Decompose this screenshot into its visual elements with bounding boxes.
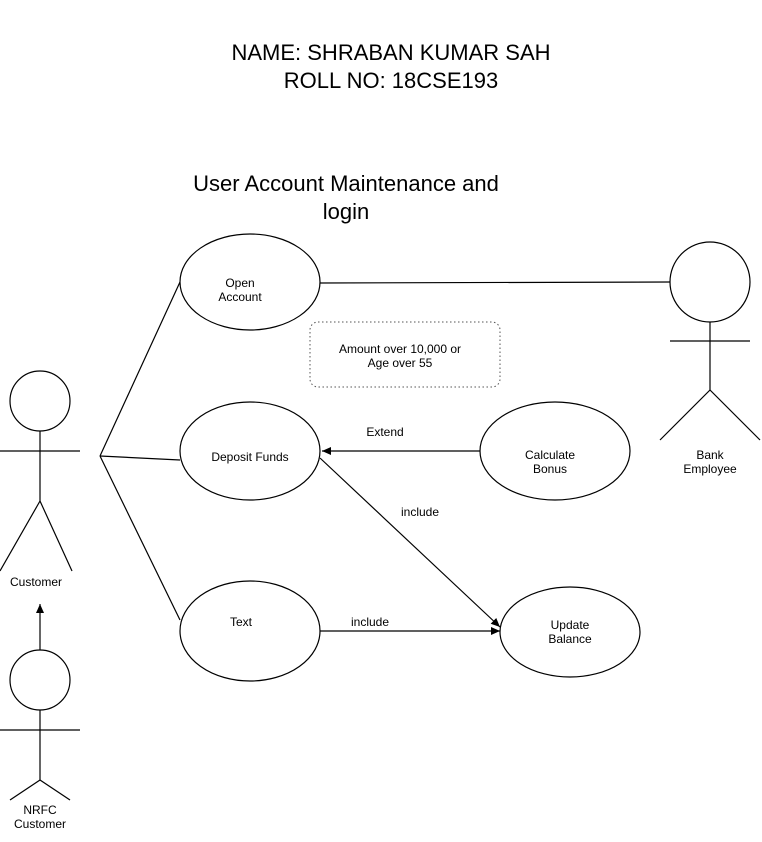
actor-nrfc-customer: NRFC Customer: [0, 649, 80, 831]
bank-employee-label-line-1: Bank: [696, 448, 724, 462]
use-case-update-balance: Update Balance: [499, 586, 641, 678]
actor-customer: Customer: [0, 370, 80, 589]
diagram-title-line-2: login: [323, 199, 369, 224]
include-label-deposit-update: include: [401, 505, 439, 519]
student-name: NAME: SHRABAN KUMAR SAH: [231, 40, 550, 65]
customer-deposit-funds-association: [99, 455, 181, 461]
text-use-case-label: Text: [230, 615, 253, 629]
use-case-deposit-funds: Deposit Funds: [179, 401, 321, 501]
use-case-text: Text: [179, 580, 321, 682]
open-account-label-line-1: Open: [225, 276, 254, 290]
bank-employee-stick-figure-icon: [659, 241, 761, 441]
diagram-title-line-1: User Account Maintenance and: [193, 171, 499, 196]
customer-label: Customer: [10, 575, 62, 589]
note-line-1: Amount over 10,000 or: [339, 342, 461, 356]
associations: [99, 281, 671, 621]
condition-note: Amount over 10,000 or Age over 55: [309, 321, 501, 388]
update-balance-label-line-1: Update: [551, 618, 590, 632]
actor-bank-employee: Bank Employee: [659, 241, 761, 476]
customer-open-account-association: [99, 281, 181, 457]
deposit-funds-label: Deposit Funds: [211, 450, 288, 464]
note-line-2: Age over 55: [368, 356, 433, 370]
customer-text-association: [99, 455, 181, 621]
open-account-bank-employee-association: [319, 281, 671, 284]
include-label-text-update: include: [351, 615, 389, 629]
use-case-calculate-bonus: Calculate Bonus: [479, 401, 631, 501]
calculate-bonus-label-line-1: Calculate: [525, 448, 575, 462]
update-balance-label-line-2: Balance: [548, 632, 592, 646]
note-box: [309, 321, 501, 388]
relationships: [36, 447, 501, 650]
nrfc-customer-label-line-1: NRFC: [23, 803, 57, 817]
bank-employee-label-line-2: Employee: [683, 462, 737, 476]
customer-stick-figure-icon: [0, 370, 80, 572]
nrfc-customer-label-line-2: Customer: [14, 817, 66, 831]
nrfc-customer-stick-figure-icon: [0, 649, 80, 801]
extend-label: Extend: [366, 425, 403, 439]
include-arrow-deposit-update: [319, 457, 501, 628]
use-case-open-account: Open Account: [179, 233, 321, 331]
open-account-label-line-2: Account: [218, 290, 262, 304]
roll-number: ROLL NO: 18CSE193: [284, 68, 498, 93]
calculate-bonus-label-line-2: Bonus: [533, 462, 567, 476]
